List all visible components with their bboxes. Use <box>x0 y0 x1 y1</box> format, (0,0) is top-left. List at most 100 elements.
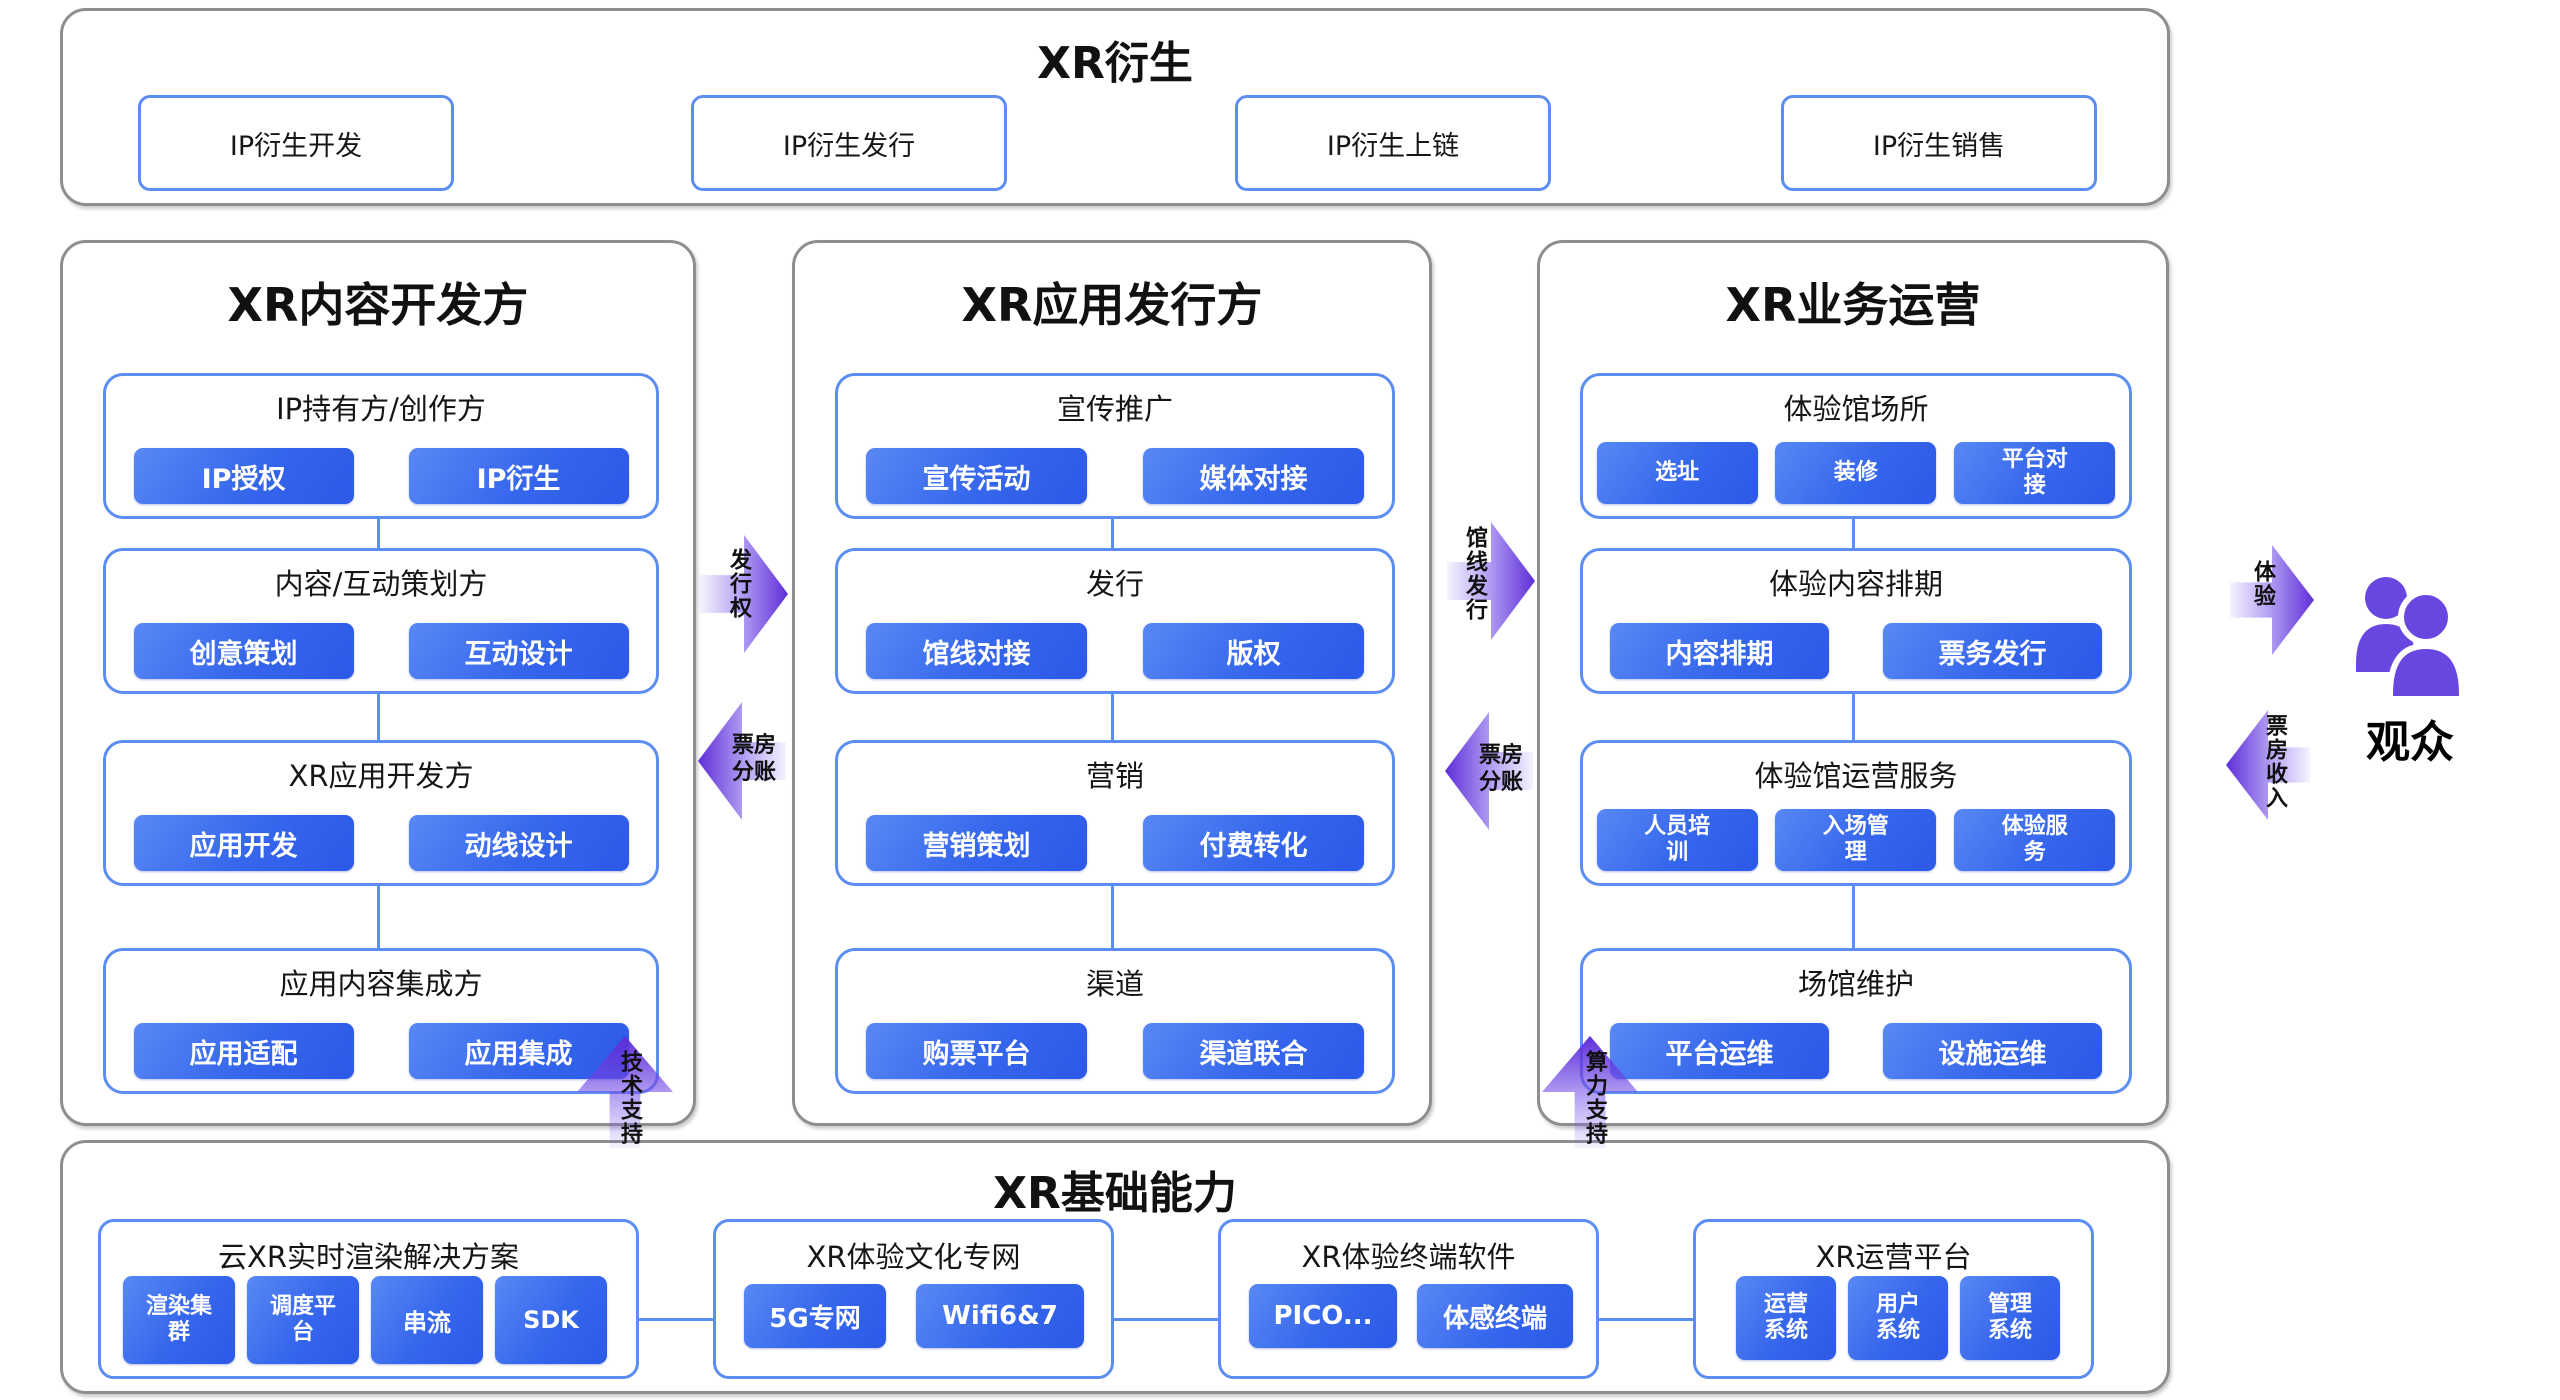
pill-app-adapt: 应用适配 <box>133 1023 354 1079</box>
column-title: XR业务运营 <box>1725 278 1981 332</box>
section-distribution: 发行 馆线对接 版权 <box>835 548 1395 694</box>
pill-facility-ops: 设施运维 <box>1883 1023 2102 1079</box>
pill-render-cluster: 渲染集群 <box>123 1276 235 1364</box>
pill-pico: PICO... <box>1249 1284 1397 1348</box>
column-app-publisher: XR应用发行方 宣传推广 宣传活动 媒体对接 发行 馆线对接 版权 营销 营销策… <box>792 240 1432 1126</box>
flow-label-box-office-share-right: 票房 分账 <box>1478 743 1523 795</box>
connector-line <box>633 1318 713 1321</box>
pill-platform-ops: 平台运维 <box>1610 1023 1829 1079</box>
section-title: 内容/互动策划方 <box>274 567 488 601</box>
node-label: IP衍生发行 <box>782 130 916 162</box>
pill-management-system: 管理系统 <box>1960 1276 2060 1360</box>
pill-venue-line-connect: 馆线对接 <box>865 623 1088 679</box>
derivative-band-title: XR衍生 <box>1037 38 1193 89</box>
pill-flow-design: 动线设计 <box>408 815 629 871</box>
section-title: 体验内容排期 <box>1768 567 1943 601</box>
section-venue-maintenance: 场馆维护 平台运维 设施运维 <box>1580 948 2132 1094</box>
flow-label-tech-support: 技术支持 <box>617 1050 642 1146</box>
group-operation-platform: XR运营平台 运营系统 用户系统 管理系统 <box>1693 1219 2094 1379</box>
section-title: 体验馆运营服务 <box>1754 759 1958 793</box>
pill-site-selection: 选址 <box>1596 442 1758 504</box>
connector-line <box>376 513 380 548</box>
section-xr-app-developer: XR应用开发方 应用开发 动线设计 <box>103 740 659 886</box>
pill-ticket-issue: 票务发行 <box>1883 623 2102 679</box>
pill-content-schedule: 内容排期 <box>1610 623 1829 679</box>
flow-label-box-office-revenue: 票房收入 <box>2262 714 2287 810</box>
node-ip-derivative-dev: IP衍生开发 <box>138 95 454 191</box>
pill-5g-network: 5G专网 <box>744 1284 886 1348</box>
group-cloud-render: 云XR实时渲染解决方案 渲染集群 调度平台 串流 SDK <box>98 1219 639 1379</box>
section-title: 体验馆场所 <box>1783 392 1929 426</box>
flow-label-publish-rights: 发行权 <box>726 548 751 620</box>
audience-label: 观众 <box>2366 717 2454 768</box>
pill-promo-activity: 宣传活动 <box>865 448 1088 504</box>
column-title: XR内容开发方 <box>227 278 529 332</box>
connector-line <box>1110 688 1114 740</box>
section-venue-site: 体验馆场所 选址 装修 平台对接 <box>1580 373 2132 519</box>
pill-sdk: SDK <box>495 1276 607 1364</box>
group-terminal-software: XR体验终端软件 PICO... 体感终端 <box>1218 1219 1599 1379</box>
section-title: 应用内容集成方 <box>279 967 483 1001</box>
flow-label-compute-support: 算力支持 <box>1582 1050 1607 1146</box>
flow-label-experience: 体验 <box>2250 560 2275 608</box>
foundation-band: XR基础能力 云XR实时渲染解决方案 渲染集群 调度平台 串流 SDK XR体验… <box>60 1140 2170 1394</box>
pill-ticket-platform: 购票平台 <box>865 1023 1088 1079</box>
pill-media-connect: 媒体对接 <box>1142 448 1365 504</box>
node-label: IP衍生销售 <box>1872 130 2006 162</box>
group-title: XR运营平台 <box>1815 1240 1972 1274</box>
derivative-band: XR衍生 IP衍生开发 IP衍生发行 IP衍生上链 IP衍生销售 <box>60 8 2170 206</box>
pill-marketing-plan: 营销策划 <box>865 815 1088 871</box>
pill-user-system: 用户系统 <box>1848 1276 1948 1360</box>
connector-line <box>1110 513 1114 548</box>
connector-line <box>1108 1318 1218 1321</box>
connector-line <box>376 688 380 740</box>
column-content-developer: XR内容开发方 IP持有方/创作方 IP授权 IP衍生 内容/互动策划方 创意策… <box>60 240 696 1126</box>
pill-experience-service: 体验服务 <box>1954 809 2116 871</box>
node-ip-derivative-chain: IP衍生上链 <box>1235 95 1551 191</box>
pill-creative-planning: 创意策划 <box>133 623 354 679</box>
pill-entry-management: 入场管理 <box>1775 809 1937 871</box>
section-title: 营销 <box>1085 759 1144 793</box>
group-title: XR体验文化专网 <box>806 1240 1021 1274</box>
pill-staff-training: 人员培训 <box>1596 809 1758 871</box>
section-promotion: 宣传推广 宣传活动 媒体对接 <box>835 373 1395 519</box>
flow-label-box-office-share-left: 票房 分账 <box>731 733 776 785</box>
pill-app-dev: 应用开发 <box>133 815 354 871</box>
group-culture-network: XR体验文化专网 5G专网 Wifi6&7 <box>713 1219 1114 1379</box>
section-title: 发行 <box>1085 567 1144 601</box>
section-ip-holder: IP持有方/创作方 IP授权 IP衍生 <box>103 373 659 519</box>
section-app-integration: 应用内容集成方 应用适配 应用集成 <box>103 948 659 1094</box>
audience-people-icon <box>2348 570 2468 702</box>
pill-paid-conversion: 付费转化 <box>1142 815 1365 871</box>
section-venue-operation-service: 体验馆运营服务 人员培训 入场管理 体验服务 <box>1580 740 2132 886</box>
column-title: XR应用发行方 <box>961 278 1263 332</box>
node-ip-derivative-publish: IP衍生发行 <box>691 95 1007 191</box>
section-title: 宣传推广 <box>1056 392 1173 426</box>
connector-line <box>1851 688 1855 740</box>
pill-channel-alliance: 渠道联合 <box>1142 1023 1365 1079</box>
foundation-band-title: XR基础能力 <box>993 1168 1237 1219</box>
pill-ip-license: IP授权 <box>133 448 354 504</box>
section-content-schedule: 体验内容排期 内容排期 票务发行 <box>1580 548 2132 694</box>
pill-wifi: Wifi6&7 <box>916 1284 1084 1348</box>
section-marketing: 营销 营销策划 付费转化 <box>835 740 1395 886</box>
pill-scheduling-platform: 调度平台 <box>247 1276 359 1364</box>
group-title: 云XR实时渲染解决方案 <box>217 1240 520 1274</box>
pill-streaming: 串流 <box>371 1276 483 1364</box>
pill-operation-system: 运营系统 <box>1736 1276 1836 1360</box>
pill-platform-connect: 平台对接 <box>1954 442 2116 504</box>
section-title: XR应用开发方 <box>288 759 474 793</box>
connector-line <box>376 880 380 948</box>
section-title: 渠道 <box>1085 967 1144 1001</box>
section-title: IP持有方/创作方 <box>276 392 486 426</box>
section-content-planning: 内容/互动策划方 创意策划 互动设计 <box>103 548 659 694</box>
node-label: IP衍生开发 <box>229 130 363 162</box>
connector-line <box>1593 1318 1693 1321</box>
pill-app-integrate: 应用集成 <box>408 1023 629 1079</box>
pill-motion-terminal: 体感终端 <box>1417 1284 1573 1348</box>
node-ip-derivative-sales: IP衍生销售 <box>1781 95 2097 191</box>
node-label: IP衍生上链 <box>1326 130 1460 162</box>
section-title: 场馆维护 <box>1797 967 1914 1001</box>
group-title: XR体验终端软件 <box>1301 1240 1516 1274</box>
